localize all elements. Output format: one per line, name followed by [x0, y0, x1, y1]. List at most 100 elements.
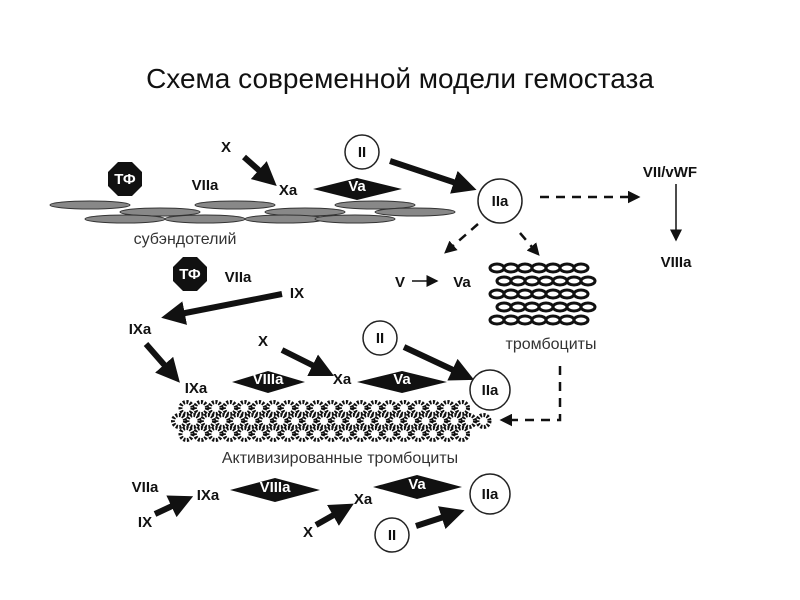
endothelial-cell: [314, 214, 396, 224]
svg-text:VIIIa: VIIIa: [260, 479, 292, 496]
factor-vii-vwf: VII/vWF: [643, 164, 697, 181]
factor-viia: VIIa: [192, 177, 219, 194]
svg-text:Va: Va: [348, 178, 366, 195]
activated-platelet: [367, 426, 383, 442]
tissue-factor-octagon: ТФ: [108, 162, 142, 196]
arrow-ii-to-iia: [389, 158, 477, 194]
viiia-diamond: VIIIa: [232, 371, 305, 393]
activated-platelet: [258, 413, 274, 429]
factor-va-2: Va: [453, 274, 471, 291]
activated-platelet: [236, 400, 253, 416]
arrow-ixa-down: [143, 342, 180, 383]
platelet: [558, 262, 576, 274]
activated-platelet: [374, 413, 390, 429]
factor-x: X: [221, 139, 231, 156]
platelet: [565, 301, 583, 313]
activated-platelet: [265, 400, 282, 416]
activated-platelet: [410, 426, 427, 442]
activated-platelet: [338, 400, 354, 416]
activated-platelet: [207, 426, 224, 442]
activated-platelet: [454, 400, 470, 416]
activated-platelet: [294, 426, 311, 442]
platelet: [523, 301, 541, 313]
activated-platelet: [396, 400, 412, 416]
svg-text:VIIIa: VIIIa: [253, 371, 285, 388]
factor-viia-2: VIIa: [225, 269, 252, 286]
svg-text:Va: Va: [408, 476, 426, 493]
endothelial-cell: [164, 214, 246, 224]
viiia-diamond-2: VIIIa: [230, 478, 320, 502]
factor-iia-circle-3: IIa: [469, 473, 511, 515]
activated-platelets-label: Активизированные тромбоциты: [222, 450, 458, 467]
factor-viia-3: VIIa: [132, 479, 159, 496]
activated-platelet: [410, 400, 427, 416]
activated-platelet: [432, 413, 448, 429]
platelet: [530, 262, 548, 274]
endothelial-cell: [374, 207, 456, 217]
platelets-label: тромбоциты: [506, 336, 597, 353]
activated-platelet: [309, 400, 325, 416]
activated-platelet: [280, 426, 296, 442]
activated-platelet: [178, 400, 195, 416]
platelet: [523, 275, 541, 287]
platelet: [572, 288, 590, 300]
factor-v: V: [395, 274, 405, 291]
activated-platelet: [323, 400, 340, 416]
activated-platelet: [193, 426, 209, 442]
activated-platelet: [222, 400, 238, 416]
activated-platelet: [338, 426, 354, 442]
factor-xa: Xa: [279, 182, 298, 199]
dashed-arrow-iia-to-platelets: [519, 232, 540, 256]
activated-platelet: [251, 426, 267, 442]
platelet: [572, 314, 590, 326]
activated-platelet: [251, 400, 267, 416]
activated-platelet: [229, 413, 245, 429]
activated-platelets-band: [171, 400, 492, 442]
va-diamond-3: Va: [373, 475, 462, 499]
activated-platelet: [207, 400, 224, 416]
platelet: [558, 288, 576, 300]
activated-platelet: [185, 413, 202, 429]
va-diamond-2: Va: [357, 371, 447, 393]
activated-platelet: [439, 426, 456, 442]
factor-ixa: IXa: [129, 321, 152, 338]
svg-text:II: II: [358, 144, 366, 161]
activated-platelet: [243, 413, 260, 429]
arrow-x-to-xa-2: [280, 347, 335, 377]
activated-platelet: [236, 426, 253, 442]
platelet: [544, 314, 562, 326]
platelet: [495, 275, 513, 287]
platelet: [558, 314, 576, 326]
activated-platelet: [381, 400, 398, 416]
platelet: [530, 288, 548, 300]
platelet: [488, 288, 506, 300]
activated-platelet: [381, 426, 398, 442]
subendothelium-label: субэндотелий: [134, 231, 237, 248]
activated-platelet: [330, 413, 347, 429]
factor-viiia: VIIIa: [661, 254, 693, 271]
platelet: [502, 262, 520, 274]
activated-platelet: [439, 400, 456, 416]
activated-platelet: [425, 400, 441, 416]
activated-platelet: [214, 413, 231, 429]
platelet: [530, 314, 548, 326]
arrow-x-to-xa-3: [314, 503, 354, 528]
endothelial-cell: [119, 207, 201, 217]
factor-ix: IX: [290, 285, 304, 302]
platelet: [551, 301, 569, 313]
platelet: [509, 275, 527, 287]
activated-platelet: [425, 426, 441, 442]
platelet: [502, 314, 520, 326]
platelet: [516, 314, 534, 326]
endothelial-cell: [84, 214, 166, 224]
svg-text:ТФ: ТФ: [179, 266, 201, 283]
platelet: [565, 275, 583, 287]
arrow-ii-to-iia-2: [402, 344, 475, 381]
svg-text:IIa: IIa: [492, 193, 509, 210]
activated-platelet: [309, 426, 325, 442]
arrow-ii-to-iia-3: [415, 506, 465, 530]
activated-platelet: [345, 413, 361, 429]
platelet: [516, 288, 534, 300]
endothelial-cell: [244, 214, 326, 224]
